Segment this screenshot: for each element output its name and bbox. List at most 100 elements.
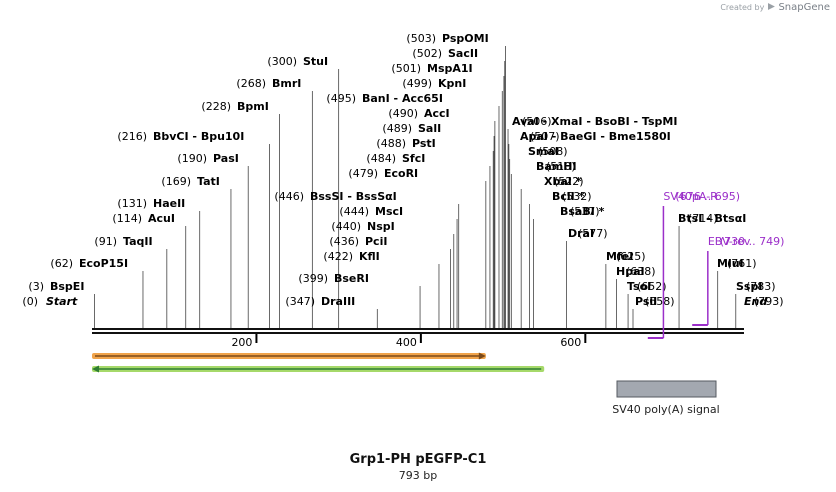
credit-brand: SnapGene xyxy=(778,2,830,13)
site-position: (537) xyxy=(570,205,600,218)
site-name: SspI xyxy=(736,280,762,293)
site-name: MscI xyxy=(375,205,403,218)
site-position: (446) xyxy=(274,190,304,203)
feature-label-sv40-polya: SV40 poly(A) signal xyxy=(612,403,720,416)
site-name: End xyxy=(744,295,767,308)
site-name: PciI xyxy=(365,235,387,248)
site-position: (652) xyxy=(637,280,667,293)
site-position: (190) xyxy=(177,152,207,165)
scale-tick-label: 200 xyxy=(231,336,252,349)
map-length: 793 bp xyxy=(398,469,438,482)
site-name: DraIII xyxy=(321,295,355,308)
site-position: (793) xyxy=(754,295,784,308)
site-name: AcuI xyxy=(148,212,175,225)
site-position: (522) xyxy=(554,175,584,188)
site-name: TsoI xyxy=(627,280,651,293)
site-position: (506) xyxy=(522,115,552,128)
site-position: (638) xyxy=(626,265,656,278)
site-name: SfcI xyxy=(402,152,425,165)
site-position: (62) xyxy=(50,257,73,270)
site-name: PstI xyxy=(412,137,436,150)
site-name: BamHI xyxy=(536,160,577,173)
site-name: AvaI - XmaI - BsoBI - TspMI xyxy=(512,115,677,128)
site-position: (490) xyxy=(388,107,418,120)
site-name: SalI xyxy=(418,122,441,135)
site-position: (300) xyxy=(267,55,297,68)
orf-arrowhead xyxy=(92,365,99,373)
site-name: StuI xyxy=(303,55,328,68)
site-name: BanI - Acc65I xyxy=(362,92,443,105)
site-position: (714) xyxy=(688,212,718,225)
site-position: (510) xyxy=(546,160,576,173)
site-position: (502) xyxy=(412,47,442,60)
site-position: (495) xyxy=(326,92,356,105)
site-position: (577) xyxy=(578,227,608,240)
site-name: PspOMI xyxy=(442,32,489,45)
site-position: (216) xyxy=(117,130,147,143)
primer-name: SV40pA-R xyxy=(663,190,718,203)
site-name: ApaI - BaeGI - Bme1580I xyxy=(520,130,671,143)
site-name: HpaI xyxy=(616,265,645,278)
site-position: (503) xyxy=(406,32,436,45)
site-position: (658) xyxy=(645,295,675,308)
site-position: (228) xyxy=(201,100,231,113)
site-name: Start xyxy=(46,295,78,308)
site-position: (0) xyxy=(22,295,38,308)
site-name: KpnI xyxy=(438,77,466,90)
site-position: (268) xyxy=(236,77,266,90)
site-position: (479) xyxy=(348,167,378,180)
site-name: NspI xyxy=(367,220,395,233)
site-name: MfeI xyxy=(606,250,633,263)
credit-prefix: Created by xyxy=(720,3,765,12)
site-name: HaeII xyxy=(153,197,185,210)
primer-range: (730 .. 749) xyxy=(720,235,785,248)
site-position: (761) xyxy=(727,257,757,270)
site-name: BseRI xyxy=(334,272,369,285)
site-name: XbaI * xyxy=(544,175,582,188)
scale-tick-label: 400 xyxy=(396,336,417,349)
site-name: BbvCI - Bpu10I xyxy=(153,130,244,143)
scale-tick-label: 600 xyxy=(560,336,581,349)
site-position: (488) xyxy=(376,137,406,150)
site-position: (444) xyxy=(339,205,369,218)
map-title: Grp1-PH pEGFP-C1 xyxy=(349,452,487,467)
site-name: PsiI xyxy=(635,295,657,308)
site-name: SacII xyxy=(448,47,478,60)
site-name: KflI xyxy=(359,250,380,263)
site-name: SmaI xyxy=(528,145,559,158)
snapgene-logo-icon xyxy=(767,3,775,10)
feature-box-sv40-polya xyxy=(616,380,717,398)
site-position: (499) xyxy=(402,77,432,90)
site-position: (484) xyxy=(366,152,396,165)
site-name: EcoP15I xyxy=(79,257,128,270)
primer-name: EBV-rev xyxy=(708,235,751,248)
site-position: (489) xyxy=(382,122,412,135)
site-name: MluI xyxy=(717,257,744,270)
site-position: (440) xyxy=(331,220,361,233)
site-name: BsaBI * xyxy=(560,205,605,218)
site-position: (169) xyxy=(161,175,191,188)
site-name: AccI xyxy=(424,107,450,120)
site-name: BspEI xyxy=(50,280,84,293)
site-position: (422) xyxy=(323,250,353,263)
site-position: (501) xyxy=(391,62,421,75)
site-position: (436) xyxy=(329,235,359,248)
site-position: (114) xyxy=(112,212,142,225)
site-name: BtsI - BtsαI xyxy=(678,212,746,225)
site-position: (508) xyxy=(538,145,568,158)
site-position: (91) xyxy=(94,235,117,248)
site-name: PasI xyxy=(213,152,239,165)
site-position: (532) xyxy=(562,190,592,203)
site-name: BclI * xyxy=(552,190,585,203)
site-name: EcoRI xyxy=(384,167,418,180)
site-position: (507) xyxy=(530,130,560,143)
site-name: DraI xyxy=(568,227,594,240)
site-name: BmrI xyxy=(272,77,301,90)
snapgene-credit: Created by SnapGene xyxy=(720,2,830,13)
site-name: MspA1I xyxy=(427,62,473,75)
site-name: BssSI - BssSαI xyxy=(310,190,397,203)
site-position: (347) xyxy=(285,295,315,308)
site-position: (3) xyxy=(28,280,44,293)
site-name: BpmI xyxy=(237,100,269,113)
site-name: TatI xyxy=(197,175,220,188)
